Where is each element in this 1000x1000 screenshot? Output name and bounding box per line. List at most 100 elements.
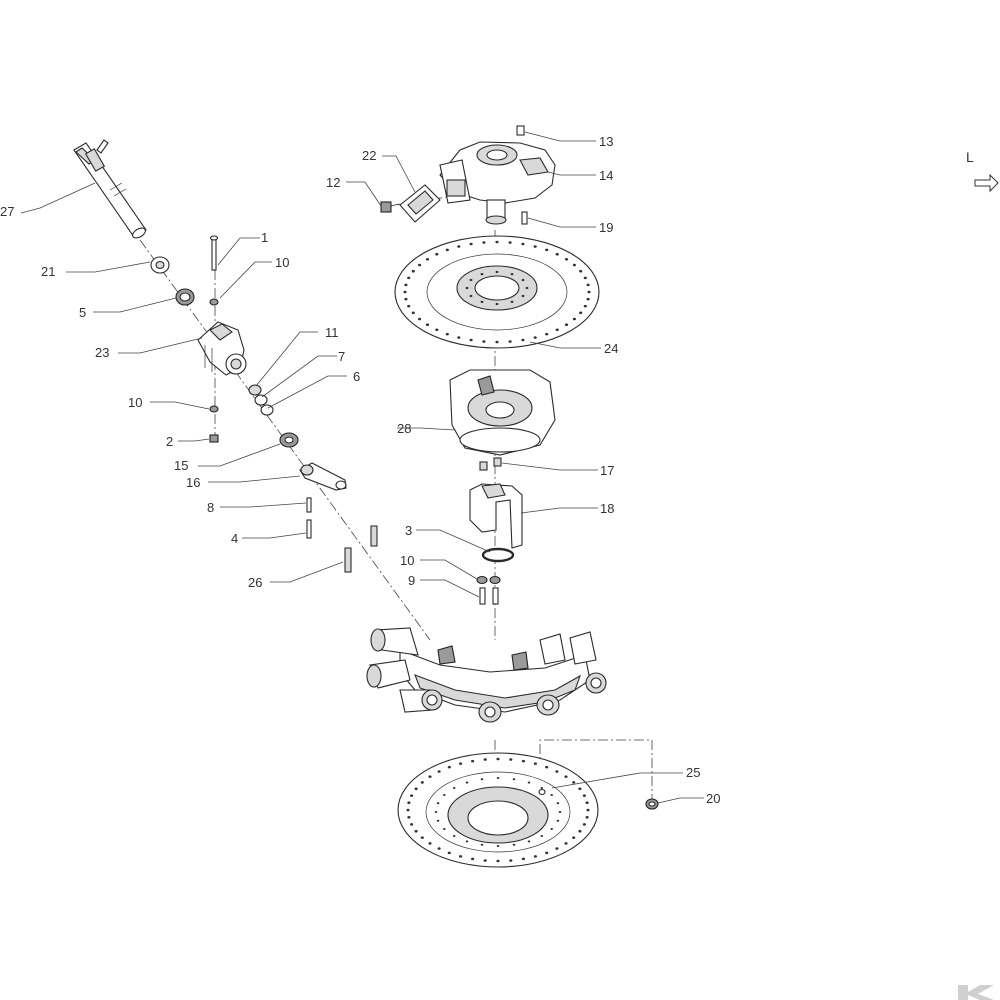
part-15-bearing [279, 432, 299, 448]
disc-hole [480, 272, 484, 276]
callout-18: 18 [600, 501, 614, 516]
disc-hole [545, 332, 549, 336]
disc-hole [428, 775, 432, 778]
part-9-pins [479, 587, 499, 605]
disc-hole [510, 272, 514, 276]
callout-17: 17 [600, 463, 614, 478]
disc-hole [447, 765, 451, 769]
disc-hole [445, 332, 449, 336]
callout-27: 27 [0, 204, 14, 219]
disc-hole [550, 827, 553, 831]
disc-hole [527, 781, 531, 784]
disc-hole [437, 770, 441, 773]
callout-8: 8 [207, 500, 214, 515]
disc-hole [545, 765, 549, 769]
disc-hole [457, 245, 461, 248]
callout-labels: 27 21 5 1 10 23 11 7 6 10 2 15 16 8 4 26… [0, 134, 720, 806]
callout-9: 9 [408, 573, 415, 588]
disc-hole [410, 794, 414, 797]
part-2-nut [209, 434, 219, 443]
disc-hole [459, 855, 463, 858]
part-3-o-ring [481, 547, 515, 563]
part-22-gasket [399, 184, 441, 223]
view-direction-arrow-icon [974, 173, 999, 193]
disc-hole [471, 759, 475, 763]
disc-hole [407, 304, 411, 308]
callout-21: 21 [41, 264, 55, 279]
disc-hole [436, 802, 440, 805]
disc-hole [540, 786, 544, 790]
disc-hole [533, 336, 537, 339]
callout-16: 16 [186, 475, 200, 490]
part-26-clip [344, 525, 378, 573]
disc-hole [428, 842, 432, 845]
disc-hole [585, 816, 589, 819]
disc-hole [407, 276, 411, 280]
callout-22: 22 [362, 148, 376, 163]
disc-hole [578, 787, 582, 791]
disc-hole [469, 338, 473, 342]
disc-hole [572, 781, 576, 784]
part-10-washer-lower [476, 575, 501, 585]
disc-hole [435, 252, 439, 256]
disc-hole [495, 302, 499, 306]
callout-7: 7 [338, 349, 345, 364]
disc-hole [469, 294, 473, 298]
disc-hole [578, 829, 582, 833]
disc-hole [465, 781, 469, 784]
leader-lines [20, 131, 704, 804]
disc-hole [420, 781, 424, 784]
disc-hole [521, 857, 526, 861]
part-27-drive-shaft [73, 139, 147, 239]
callout-23: 23 [95, 345, 109, 360]
disc-hole [425, 258, 430, 261]
disc-hole [496, 776, 500, 780]
callout-13: 13 [599, 134, 613, 149]
disc-hole [414, 787, 418, 791]
disc-hole [452, 786, 456, 790]
part-28-cup [449, 369, 556, 456]
brand-logo-icon [958, 985, 994, 1000]
disc-hole [483, 859, 487, 862]
disc-hole [512, 843, 516, 846]
view-indicator: L [966, 149, 999, 193]
callout-10-lower: 10 [400, 553, 414, 568]
callout-2: 2 [166, 434, 173, 449]
disc-hole [496, 859, 500, 863]
part-14-gearbox [439, 141, 556, 225]
part-20-nut [645, 798, 659, 810]
disc-hole [445, 248, 449, 252]
disc-hole [403, 290, 407, 294]
disc-hole [545, 248, 549, 252]
parts-11-7-6-rings [248, 384, 274, 416]
disc-hole [480, 778, 484, 781]
disc-hole [564, 775, 568, 778]
callout-15: 15 [174, 458, 188, 473]
disc-hole [434, 810, 438, 814]
disc-hole [579, 269, 583, 273]
disc-hole [436, 819, 440, 822]
disc-hole [587, 290, 591, 294]
disc-hole [495, 340, 499, 344]
disc-hole [555, 328, 559, 332]
disc-hole [420, 836, 424, 839]
disc-hole [404, 283, 408, 287]
part-24-upper-disc [394, 235, 600, 349]
disc-hole [404, 297, 408, 301]
disc-hole [586, 283, 590, 287]
disc-hole [527, 840, 531, 843]
part-16-crank-arm [299, 462, 347, 491]
disc-hole [407, 816, 411, 819]
disc-25-holes [406, 757, 590, 863]
disc-hole [582, 794, 587, 797]
callout-4: 4 [231, 531, 238, 546]
disc-hole [583, 276, 587, 280]
disc-hole [521, 294, 525, 298]
disc-hole [540, 834, 544, 838]
part-10-washer-middle [209, 405, 219, 413]
disc-hole [410, 823, 414, 826]
part-4-pin [306, 519, 312, 539]
view-letter-label: L [966, 149, 974, 165]
disc-hole [555, 770, 559, 773]
disc-hole [469, 278, 473, 282]
